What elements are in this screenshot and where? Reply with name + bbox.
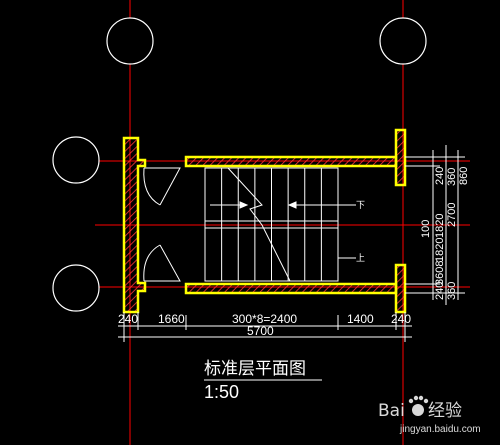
dim-h-segment-2: 1660 [158,312,185,326]
dim-v-middle-100: 100 [420,220,432,238]
drawing-title: 标准层平面图 [204,359,306,379]
drawing-scale: 1:50 [204,382,239,402]
watermark-url: jingyan.baidu.com [399,424,481,435]
horizontal-dimensions [118,312,412,342]
stair-arrowhead-left [239,201,249,209]
stair-break-line [227,167,291,282]
axis-bubble-top-right [379,17,427,65]
stair-treads [221,168,322,281]
stair-down-label: 下 [356,200,365,210]
stair-up-label: 上 [356,253,365,263]
wall-right-upper [394,128,407,187]
vertical-dimensions [405,145,465,305]
axis-bubbles [52,17,427,312]
wall-right-lower [394,263,407,314]
axis-bubble-left-upper [52,136,100,184]
dim-v-upper-extra: 860 [458,167,470,185]
doors [143,167,181,282]
dim-h-total: 5700 [247,324,274,338]
stair-handrail [204,220,339,229]
wall-bottom [184,282,398,295]
dim-v-lower-1820: 1820 [434,238,446,262]
walls [122,128,407,314]
stair [204,167,356,282]
axis-bubble-left-lower [52,264,100,312]
axis-bubble-top-left [106,17,154,65]
door-upper-leaf [144,167,181,206]
vertical-dimension-texts: 240 1820 100 1820 240 360 2700 360 860 3… [420,167,470,300]
dim-v-outer-2700: 2700 [446,203,458,227]
dim-h-segment-5: 240 [391,312,411,326]
door-lower-leaf [144,244,181,282]
stair-arrowhead-right [287,201,297,209]
dim-h-segment-4: 1400 [347,312,374,326]
door-upper-swing [143,167,161,206]
door-lower-swing [143,244,161,282]
paw-logo-icon [408,395,429,416]
wall-top [184,155,398,168]
horizontal-dimension-texts: 240 1660 300*8=2400 1400 240 5700 [118,312,411,338]
dim-v-top-240: 240 [434,167,446,185]
dim-v-outer-bottom-360: 360 [446,282,458,300]
dim-v-upper-1820: 1820 [434,214,446,238]
dim-v-lower-extra: 3608 [434,261,446,285]
baidu-watermark: Bai 经验 jingyan.baidu.com [378,395,481,435]
watermark-brand: Bai [378,401,405,421]
dim-v-outer-top-360: 360 [446,168,458,186]
dim-v-bottom-240: 240 [434,282,446,300]
dim-h-segment-3: 300*8=2400 [232,312,297,326]
dim-h-segment-1: 240 [118,312,138,326]
watermark-brand-cn: 经验 [428,401,462,421]
